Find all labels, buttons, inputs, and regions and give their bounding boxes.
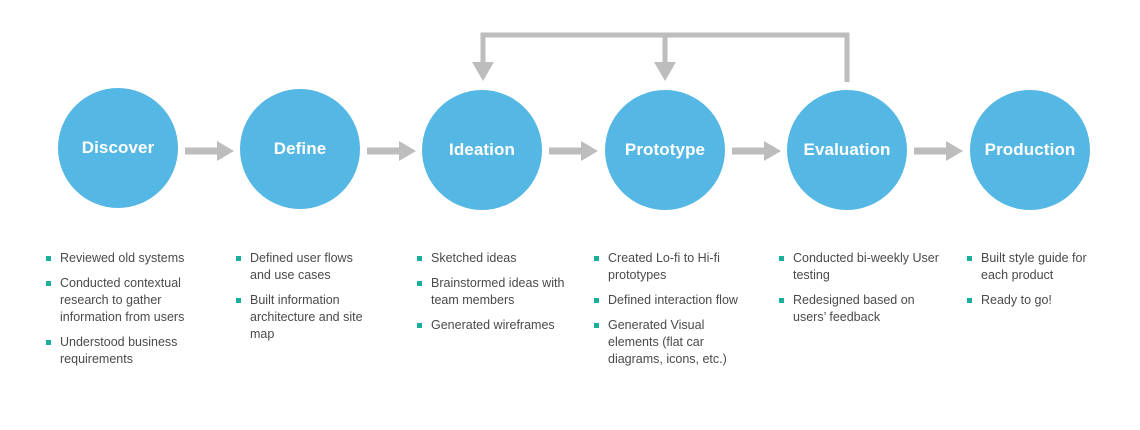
arrow-prototype-to-evaluation [732, 141, 781, 161]
arrow-group [185, 32, 963, 161]
bullet-icon [417, 256, 422, 261]
stage-label-discover: Discover [81, 138, 155, 157]
bullet-icon [46, 340, 51, 345]
note-item: Built style guide for each product [967, 250, 1117, 284]
stage-prototype: Prototype [605, 90, 725, 210]
bullet-icon [594, 298, 599, 303]
stage-production: Production [970, 90, 1090, 210]
note-text: Reviewed old systems [60, 251, 185, 265]
bullet-icon [779, 256, 784, 261]
note-item: Conducted bi-weekly User testing [779, 250, 939, 284]
note-item: Conducted contextual research to gather … [46, 275, 206, 326]
stage-label-evaluation: Evaluation [803, 140, 891, 159]
bullet-icon [779, 298, 784, 303]
note-text: Defined interaction flow [608, 293, 738, 307]
notes-ideation: Sketched ideas Brainstormed ideas with t… [417, 250, 577, 342]
bullet-icon [967, 298, 972, 303]
note-text: Built information architecture and site … [250, 293, 363, 341]
note-item: Defined user flows and use cases [236, 250, 376, 284]
note-text: Understood business requirements [60, 335, 178, 366]
note-text: Sketched ideas [431, 251, 517, 265]
note-text: Redesigned based on users’ feedback [793, 293, 915, 324]
stage-evaluation: Evaluation [787, 90, 907, 210]
note-item: Reviewed old systems [46, 250, 206, 267]
note-item: Generated Visual elements (flat car diag… [594, 317, 749, 368]
bullet-icon [967, 256, 972, 261]
note-item: Understood business requirements [46, 334, 206, 368]
note-item: Created Lo-fi to Hi-fi prototypes [594, 250, 749, 284]
bullet-icon [236, 256, 241, 261]
note-text: Defined user flows and use cases [250, 251, 353, 282]
arrow-define-to-ideation [367, 141, 416, 161]
notes-define: Defined user flows and use cases Built i… [236, 250, 376, 351]
arrow-evaluation-to-production [914, 141, 963, 161]
note-item: Sketched ideas [417, 250, 577, 267]
feedback-arrowhead-prototype [654, 62, 676, 81]
bullet-icon [46, 256, 51, 261]
note-item: Brainstormed ideas with team members [417, 275, 577, 309]
arrow-discover-to-define [185, 141, 234, 161]
stage-discover: Discover [58, 88, 178, 208]
note-text: Built style guide for each product [981, 251, 1087, 282]
notes-production: Built style guide for each product Ready… [967, 250, 1117, 317]
note-text: Ready to go! [981, 293, 1052, 307]
notes-discover: Reviewed old systems Conducted contextua… [46, 250, 206, 376]
stage-label-production: Production [984, 140, 1076, 159]
stage-label-ideation: Ideation [449, 140, 515, 159]
note-text: Generated wireframes [431, 318, 555, 332]
notes-evaluation: Conducted bi-weekly User testing Redesig… [779, 250, 939, 334]
note-item: Redesigned based on users’ feedback [779, 292, 939, 326]
note-text: Conducted contextual research to gather … [60, 276, 185, 324]
stage-define: Define [240, 89, 360, 209]
bullet-icon [46, 281, 51, 286]
note-item: Generated wireframes [417, 317, 577, 334]
bullet-icon [594, 256, 599, 261]
bullet-icon [417, 323, 422, 328]
bullet-icon [236, 298, 241, 303]
note-item: Built information architecture and site … [236, 292, 376, 343]
stage-label-define: Define [273, 139, 327, 158]
feedback-arrowhead-ideation [472, 62, 494, 81]
arrow-ideation-to-prototype [549, 141, 598, 161]
notes-prototype: Created Lo-fi to Hi-fi prototypes Define… [594, 250, 749, 376]
note-text: Brainstormed ideas with team members [431, 276, 565, 307]
bullet-icon [594, 323, 599, 328]
stage-ideation: Ideation [422, 90, 542, 210]
bullet-icon [417, 281, 422, 286]
stage-label-prototype: Prototype [624, 140, 706, 159]
note-item: Defined interaction flow [594, 292, 749, 309]
note-text: Created Lo-fi to Hi-fi prototypes [608, 251, 720, 282]
note-text: Conducted bi-weekly User testing [793, 251, 939, 282]
note-text: Generated Visual elements (flat car diag… [608, 318, 727, 366]
note-item: Ready to go! [967, 292, 1117, 309]
